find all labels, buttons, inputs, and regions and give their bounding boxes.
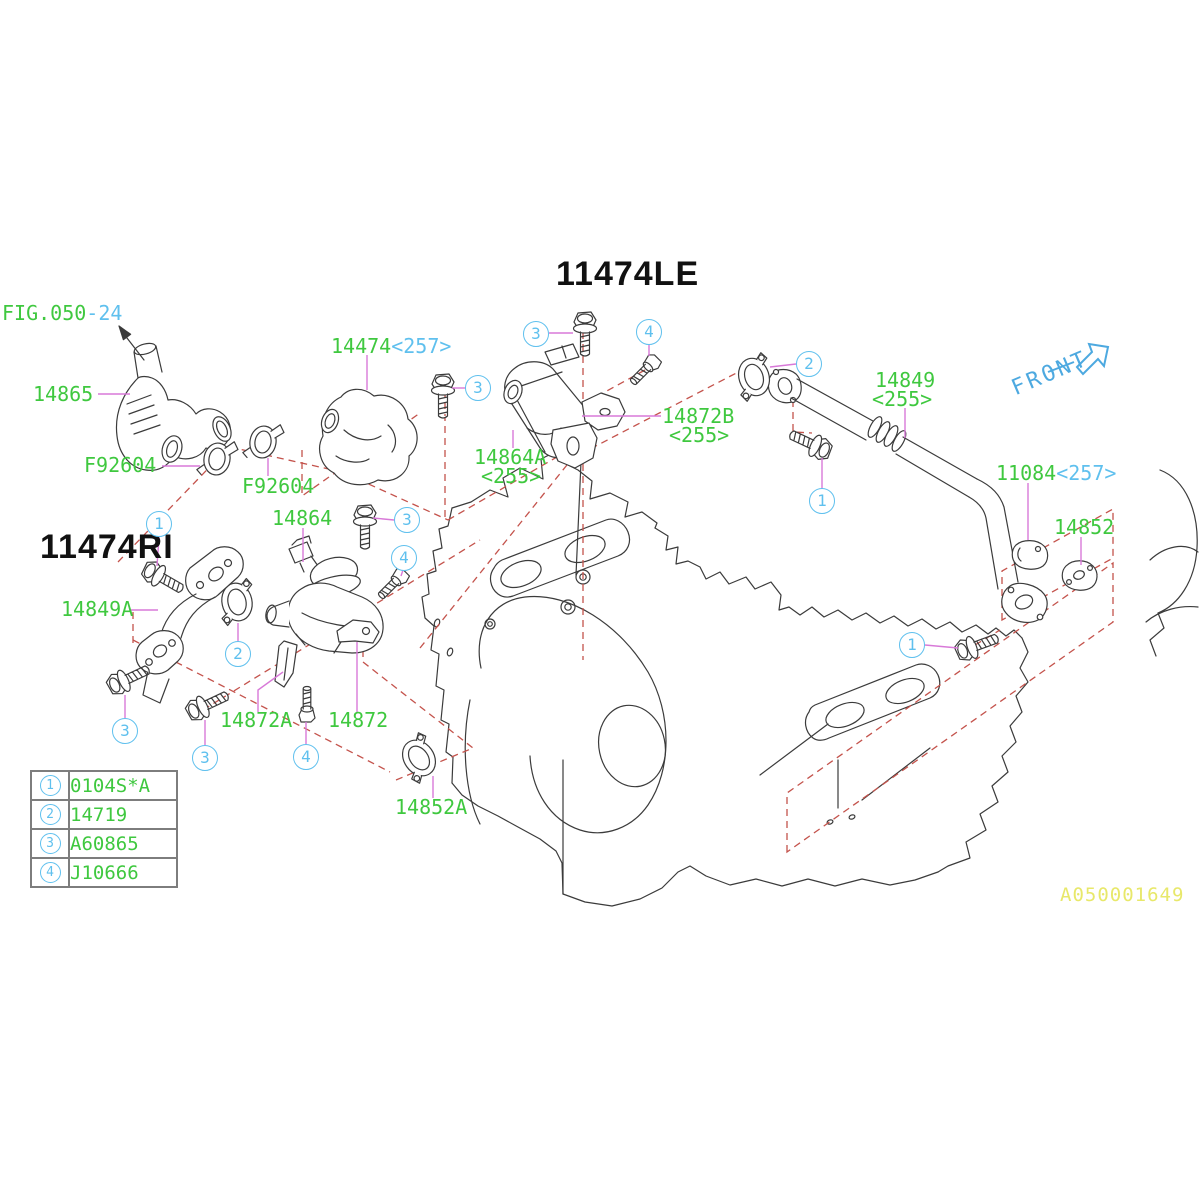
legend-callout-2: 2 <box>39 804 61 825</box>
part-label-14852: 14852 <box>1054 515 1115 539</box>
callout-4-top: 4 <box>636 319 662 345</box>
bolt-3-mid-drawing <box>430 373 456 419</box>
callout-4-mid: 4 <box>391 545 417 571</box>
part-label-14849: 14849 <box>875 368 936 392</box>
legend-code-1: 0104S*A <box>68 770 178 801</box>
pump-drawing <box>319 388 418 486</box>
part-label-14872: 14872 <box>328 708 389 732</box>
bolt-3-left-drawing <box>352 504 378 550</box>
part-label-14872a: 14872A <box>220 708 293 732</box>
legend-row: 1 0104S*A <box>30 770 178 801</box>
long-pipe-drawing <box>767 368 1048 623</box>
legend-code-2: 14719 <box>68 799 178 830</box>
part-label-14872b: 14872B <box>662 404 735 428</box>
figure-reference: FIG.050-24 <box>2 303 122 323</box>
upper-valve-drawing <box>503 343 626 469</box>
part-label-14865: 14865 <box>33 382 94 406</box>
parts-line-art <box>103 311 1098 787</box>
legend-table: 1 0104S*A 2 14719 3 A60865 4 J10666 <box>30 770 178 888</box>
part-label-14849a: 14849A <box>61 597 134 621</box>
leader-lines <box>98 332 1082 798</box>
clamp-right-drawing <box>241 418 286 464</box>
part-label-14864: 14864 <box>272 506 333 530</box>
part-label-14864a: 14864A <box>474 445 547 469</box>
left-pipe-drawing <box>135 546 244 704</box>
callout-3-left: 3 <box>394 507 420 533</box>
callout-1-right: 1 <box>809 488 835 514</box>
part-label-14474: 14474<257> <box>331 334 452 358</box>
legend-row: 3 A60865 <box>30 828 178 859</box>
center-valve-drawing <box>265 535 384 688</box>
gasket-14852-drawing <box>1061 560 1098 591</box>
stud-4-mid-drawing <box>373 565 412 604</box>
legend-code-4: J10666 <box>68 857 178 888</box>
part-label-14872b-ref: <255> <box>669 423 730 447</box>
part-label-14864a-ref: <255> <box>481 464 542 488</box>
callout-1-left: 1 <box>146 511 172 537</box>
callout-3-mid: 3 <box>465 375 491 401</box>
figure-ref-page: -24 <box>86 301 123 325</box>
hose-drawing <box>115 342 232 471</box>
callout-4-bottom: 4 <box>293 744 319 770</box>
callout-3-top: 3 <box>523 321 549 347</box>
fig-arrow-icon <box>118 325 145 361</box>
legend-callout-1: 1 <box>39 775 61 796</box>
part-label-f92604-left: F92604 <box>84 453 157 477</box>
legend-callout-4: 4 <box>39 862 61 883</box>
legend-row: 4 J10666 <box>30 857 178 888</box>
figure-ref-number: FIG.050 <box>2 301 87 325</box>
gasket-lower-drawing <box>391 729 447 787</box>
callout-3-bottom: 3 <box>192 745 218 771</box>
front-arrow-icon <box>1047 342 1110 376</box>
engine-block-drawing <box>421 450 1199 907</box>
part-label-14849-ref: <255> <box>872 387 933 411</box>
legend-callout-3: 3 <box>39 833 61 854</box>
legend-code-3: A60865 <box>68 828 178 859</box>
callout-1-far-right: 1 <box>899 632 925 658</box>
part-label-14852a: 14852A <box>395 795 468 819</box>
part-label-f92604-right: F92604 <box>242 474 315 498</box>
legend-row: 2 14719 <box>30 799 178 830</box>
bolt-3-top-drawing <box>572 311 598 357</box>
callout-3-bottomleft: 3 <box>112 718 138 744</box>
part-label-11084: 11084<257> <box>996 461 1117 485</box>
sheet-id: A050001649 <box>1060 884 1185 906</box>
stud-4-bottom-drawing <box>298 685 316 723</box>
variant-title-top: 11474LE <box>556 255 700 293</box>
callout-2-right: 2 <box>796 351 822 377</box>
callout-2-left: 2 <box>225 641 251 667</box>
